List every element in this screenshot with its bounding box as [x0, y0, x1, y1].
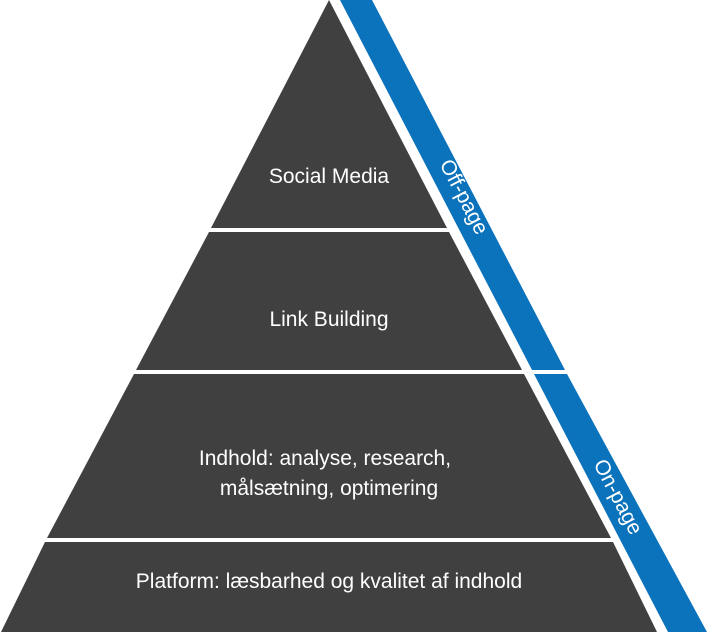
level-label-social-media: Social Media	[269, 165, 390, 188]
off-page-band	[340, 0, 565, 370]
pyramid-level-content	[47, 374, 611, 538]
level-label-content-line2: målsætning, optimering	[220, 477, 438, 500]
pyramid-level-platform	[1, 542, 657, 632]
level-label-content-line1: Indhold: analyse, research,	[199, 447, 451, 470]
pyramid-level-social-media	[211, 0, 447, 228]
level-label-platform: Platform: læsbarhed og kvalitet af indho…	[136, 570, 522, 593]
pyramid-level-link-building	[136, 232, 522, 370]
on-page-band	[534, 374, 707, 632]
level-label-link-building: Link Building	[269, 308, 388, 331]
